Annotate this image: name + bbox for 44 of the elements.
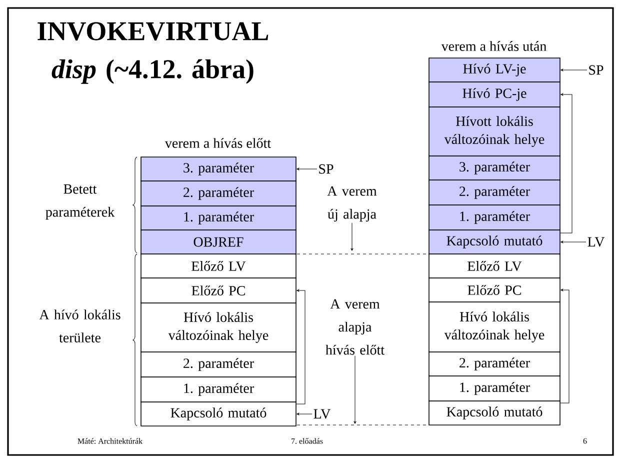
stack-heading: verem a hívás után xyxy=(441,41,546,51)
stack-cell: 2. paraméter xyxy=(140,180,296,206)
arrow xyxy=(560,68,588,72)
stack-cell: 1. paraméter xyxy=(140,206,296,230)
arrow xyxy=(354,356,356,424)
arrow xyxy=(560,93,572,234)
stack-cell: Kapcsoló mutató xyxy=(140,402,296,426)
page-number: 6 xyxy=(583,438,587,444)
stack-cell: Előző LV xyxy=(428,254,560,278)
stack-cell: Előző LV xyxy=(140,254,296,278)
pointer-label: SP xyxy=(319,164,334,174)
stack-cell: Előző PC xyxy=(428,278,560,302)
arrow xyxy=(350,222,354,251)
footer-text: Máté: Architektúrák xyxy=(78,438,143,444)
stack-cell: 2. paraméter xyxy=(428,352,560,376)
pointer-label: LV xyxy=(588,237,605,247)
arrow xyxy=(296,168,318,170)
arrow xyxy=(296,289,306,404)
stack-heading: verem a hívás előtt xyxy=(164,138,271,148)
stack-cell: 1. paraméter xyxy=(140,376,296,402)
stack-cell: 1. paraméter xyxy=(428,376,560,402)
stack-cell: Hívó LV-je xyxy=(428,58,560,82)
title: INVOKEVIRTUAL disp (~4.12. ábra) xyxy=(38,22,268,84)
stack-cell: OBJREF xyxy=(140,230,296,254)
pointer-label: SP xyxy=(589,65,604,75)
stack-cell: Hívó PC-je xyxy=(428,82,560,108)
stack-cell: 2. paraméter xyxy=(140,352,296,378)
stack-cell: 2. paraméter xyxy=(428,180,560,206)
bracket-label: Betett paraméterek xyxy=(46,184,115,220)
note-text: A verem új alapja xyxy=(327,186,377,222)
stack-cell: 1. paraméter xyxy=(428,204,560,230)
footer-text: 7. előadás xyxy=(292,438,323,444)
stack-cell: Előző PC xyxy=(140,278,296,304)
note-text: A verem alapja hívás előtt xyxy=(326,299,384,355)
stack-cell: Kapcsoló mutató xyxy=(428,230,560,254)
stack-cell: Hívó lokális változóinak helye xyxy=(140,302,296,352)
pointer-label: LV xyxy=(314,409,331,419)
arrow xyxy=(296,412,312,416)
stack-cell: 3. paraméter xyxy=(140,156,296,182)
stack-cell: 3. paraméter xyxy=(428,156,560,180)
arrow xyxy=(560,240,586,244)
bracket-label: A hívó lokális területe xyxy=(39,310,120,342)
stack-cell: Kapcsoló mutató xyxy=(428,400,560,426)
arrow xyxy=(560,288,570,404)
